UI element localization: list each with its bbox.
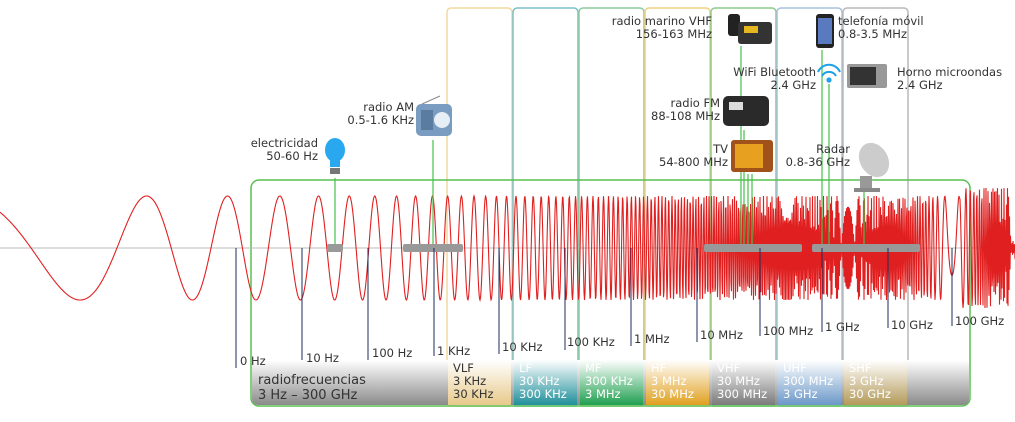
tick-label: 100 Hz xyxy=(372,346,413,360)
tick-label: 10 GHz xyxy=(891,318,933,332)
tick-label: 0 Hz xyxy=(240,354,266,368)
wifi-icon xyxy=(817,63,841,83)
uhf-band xyxy=(778,360,841,405)
device-bars xyxy=(327,244,920,252)
radar-bar xyxy=(812,244,920,252)
radiofrequency-title: radiofrecuencias xyxy=(258,373,366,388)
tick-label: 100 KHz xyxy=(567,335,615,349)
tv-icon xyxy=(731,140,773,172)
tick-label: 1 GHz xyxy=(825,320,860,334)
tick-label: 100 MHz xyxy=(763,324,814,338)
tick-marks xyxy=(235,248,953,368)
lf-band xyxy=(514,360,577,405)
radio-icon xyxy=(416,95,452,136)
vhf-band xyxy=(712,360,775,405)
radio-am-bar xyxy=(403,244,463,252)
connectors xyxy=(334,46,865,244)
microwave-icon xyxy=(847,64,887,88)
electricity-bar xyxy=(327,244,343,252)
tv-bar xyxy=(704,244,802,252)
wave-line xyxy=(0,187,1015,309)
mf-band xyxy=(580,360,643,405)
shf-band xyxy=(844,360,907,405)
smartphone-icon xyxy=(816,14,834,48)
tick-label: 10 KHz xyxy=(502,340,543,354)
tick-label: 10 Hz xyxy=(306,351,339,365)
radiofrequency-range: 3 Hz – 300 GHz xyxy=(258,388,358,403)
tick-label: 1 KHz xyxy=(437,344,471,358)
hf-band xyxy=(646,360,709,405)
tick-label: 1 MHz xyxy=(634,332,670,346)
tick-label: 10 MHz xyxy=(700,328,743,342)
fm-radio-icon xyxy=(723,96,769,126)
vlf-band xyxy=(448,360,511,405)
satellite-dish-icon xyxy=(854,142,890,192)
lightbulb-icon xyxy=(325,138,345,174)
tick-label: 100 GHz xyxy=(955,314,1005,328)
marine-radio-icon xyxy=(728,14,772,44)
